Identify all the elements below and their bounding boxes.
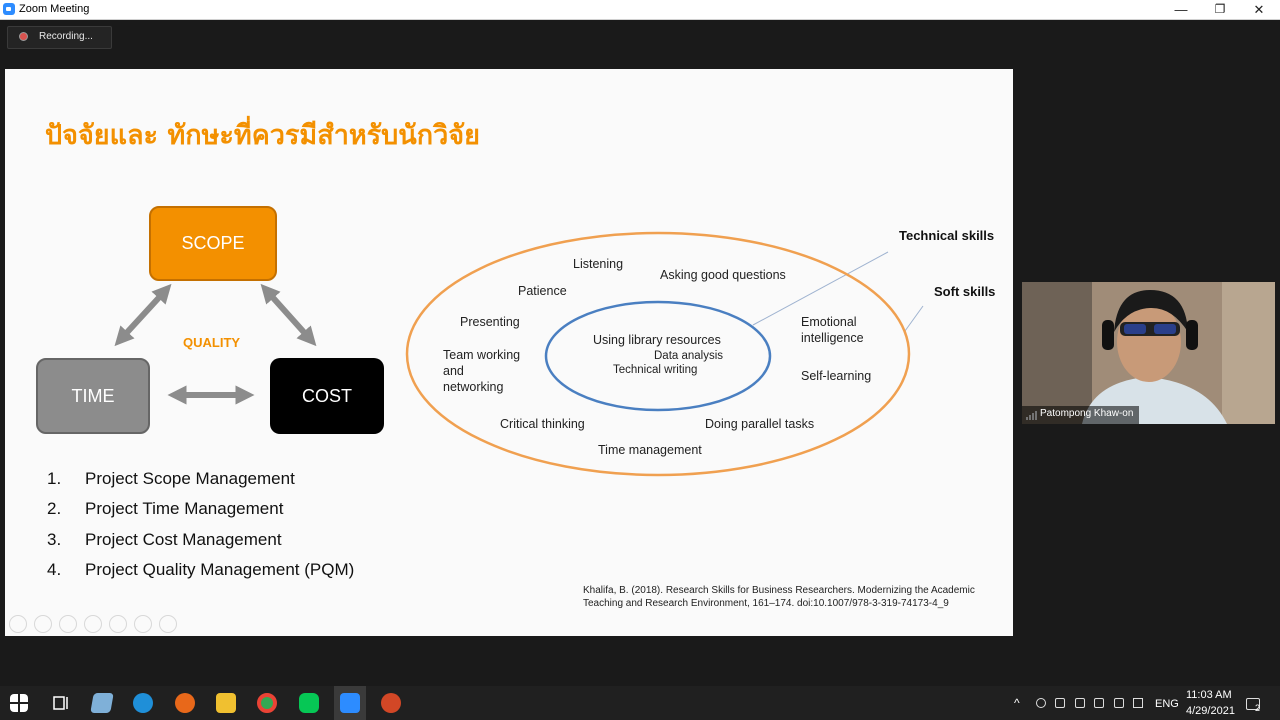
list-item: 4.Project Quality Management (PQM) <box>47 559 355 579</box>
inner-skill: Using library resources <box>593 333 721 347</box>
technical-pointer-line <box>752 251 889 326</box>
zoom-app-icon <box>3 3 15 15</box>
previous-slide-icon[interactable] <box>9 615 27 633</box>
edge-browser-icon[interactable] <box>133 693 153 713</box>
scope-cost-arrow <box>260 283 317 347</box>
show-hidden-icons-icon[interactable]: ^ <box>1014 696 1020 710</box>
slideshow-controls <box>9 615 177 633</box>
firefox-icon[interactable] <box>175 693 195 713</box>
windows-taskbar: ^ ENG 11:03 AM 4/29/2021 2 <box>0 686 1280 720</box>
scope-time-arrow <box>114 283 172 347</box>
line-app-icon[interactable] <box>299 693 319 713</box>
windows-start-icon[interactable] <box>10 694 28 712</box>
clock-time[interactable]: 11:03 AM <box>1186 689 1232 701</box>
outer-skill: Self-learning <box>801 369 872 383</box>
volume-icon[interactable] <box>1133 698 1143 708</box>
camera-icon[interactable] <box>1055 698 1065 708</box>
slides-grid-icon[interactable] <box>84 615 102 633</box>
quality-label: QUALITY <box>183 335 241 350</box>
zoom-icon[interactable] <box>109 615 127 633</box>
pm-arrows <box>114 251 924 405</box>
outer-skill: Time management <box>598 443 702 457</box>
outer-skill: Team working and networking <box>443 348 521 394</box>
soft-skills-ellipse <box>405 231 911 477</box>
notification-center-icon[interactable] <box>1246 698 1260 710</box>
usb-icon[interactable] <box>1075 698 1085 708</box>
participant-name: Patompong Khaw-on <box>1022 406 1140 424</box>
skills-diagram <box>405 231 911 477</box>
list-item: 1.Project Scope Management <box>47 469 295 488</box>
pen-icon[interactable] <box>59 615 77 633</box>
record-icon <box>19 32 28 41</box>
inner-skill: Data analysis <box>654 350 724 362</box>
scope-box: SCOPE <box>149 206 277 281</box>
notes-app-icon[interactable] <box>90 693 114 713</box>
zoom-taskbar-icon[interactable] <box>340 693 360 713</box>
battery-icon[interactable] <box>1094 698 1104 708</box>
task-view-icon[interactable] <box>51 693 71 713</box>
pm-list: 1.Project Scope Management 2.Project Tim… <box>47 469 354 590</box>
recording-indicator[interactable]: Recording... <box>7 26 112 49</box>
microphone-icon[interactable] <box>1036 698 1046 708</box>
list-item: 2.Project Time Management <box>47 499 284 519</box>
technical-skills-label: Technical skills <box>899 228 995 243</box>
chrome-icon[interactable] <box>257 693 277 713</box>
outer-skill: Asking good questions <box>660 268 786 282</box>
restore-button[interactable]: ❐ <box>1214 2 1226 16</box>
notification-count: 2 <box>1255 703 1261 713</box>
outer-skill: Emotional intelligence <box>801 315 864 345</box>
file-explorer-icon[interactable] <box>216 693 236 713</box>
outer-skill: Listening <box>573 257 624 271</box>
language-indicator[interactable]: ENG <box>1155 698 1179 710</box>
minimize-button[interactable]: — <box>1174 2 1188 17</box>
clock-date[interactable]: 4/29/2021 <box>1186 705 1235 717</box>
powerpoint-icon[interactable] <box>381 693 401 713</box>
window-title: Zoom Meeting <box>19 3 90 15</box>
citation: Khalifa, B. (2018). Research Skills for … <box>583 585 975 609</box>
inner-skill: Technical writing <box>613 364 698 376</box>
recording-label: Recording... <box>39 31 93 42</box>
subtitles-icon[interactable] <box>134 615 152 633</box>
more-options-icon[interactable] <box>159 615 177 633</box>
window-titlebar: Zoom Meeting — ❐ ✕ <box>0 0 1280 20</box>
close-button[interactable]: ✕ <box>1253 2 1265 17</box>
network-icon[interactable] <box>1114 698 1124 708</box>
outer-skill: Critical thinking <box>500 417 585 431</box>
time-box: TIME <box>36 358 150 434</box>
cost-box: COST <box>270 358 384 434</box>
outer-skill: Patience <box>518 284 567 298</box>
next-slide-icon[interactable] <box>34 615 52 633</box>
shared-slide: ปัจจัยและ ทักษะที่ควรมีสำหรับนักวิจัย SC… <box>5 69 1013 636</box>
participant-video[interactable]: Patompong Khaw-on <box>1022 282 1275 424</box>
outer-skill: Presenting <box>460 315 520 329</box>
list-item: 3.Project Cost Management <box>47 529 282 549</box>
outer-skill: Doing parallel tasks <box>705 417 815 431</box>
technical-skills-ellipse <box>544 300 772 412</box>
soft-skills-label: Soft skills <box>934 284 996 299</box>
participant-avatar <box>1022 282 1275 424</box>
slide-title: ปัจจัยและ ทักษะที่ควรมีสำหรับนักวิจัย <box>45 120 480 151</box>
soft-pointer-line <box>904 305 924 332</box>
